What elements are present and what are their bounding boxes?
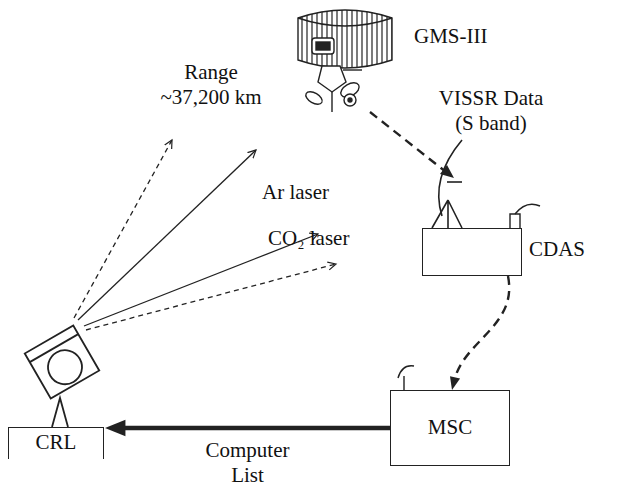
node-label: MSC: [428, 415, 472, 440]
laboratory-base: CRL: [8, 427, 104, 459]
laser-label: CO₂ laser: [268, 226, 378, 251]
edge-label: Computer List: [198, 438, 298, 488]
small-antenna: [510, 204, 540, 228]
arrowhead: [105, 420, 125, 436]
dish-antenna: [432, 140, 462, 228]
satellite-name: GMS-III: [414, 24, 504, 49]
connector: [105, 420, 390, 436]
station-box: CDAS: [422, 228, 522, 276]
small-antenna: [398, 366, 414, 390]
center-box: MSC: [390, 390, 510, 466]
downlink-arrow: [370, 112, 454, 178]
range-label: Range ~37,200 km: [150, 60, 272, 110]
laser-label: Ar laser: [262, 180, 352, 205]
telescope: [25, 325, 99, 427]
connector: [450, 276, 509, 390]
node-label: CRL: [36, 430, 77, 455]
data-label: VISSR Data (S band): [428, 86, 554, 136]
node-label: CDAS: [529, 237, 585, 262]
satellite: [298, 10, 392, 112]
arrowhead: [450, 376, 460, 390]
